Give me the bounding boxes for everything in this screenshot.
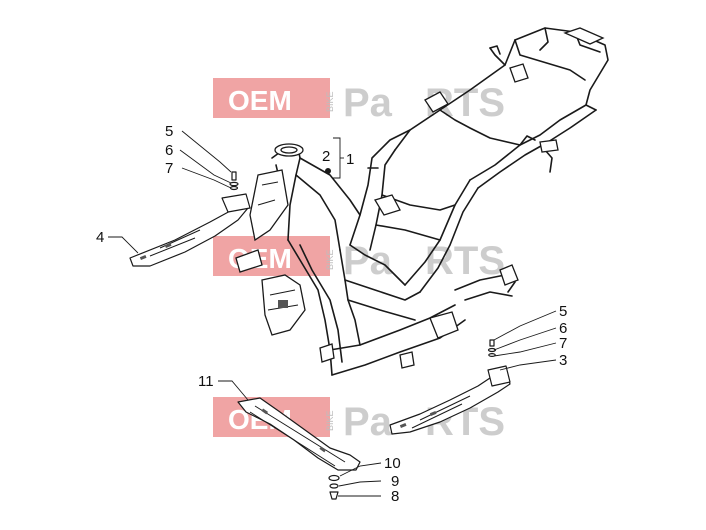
watermark-pa-text: Pa bbox=[343, 400, 393, 444]
callout-11: 11 bbox=[198, 373, 214, 390]
callout-5-left: 5 bbox=[165, 123, 173, 140]
hardware-group-left bbox=[229, 171, 239, 191]
watermark-oem-text: OEM bbox=[228, 85, 292, 116]
footrest-support-right bbox=[389, 365, 511, 435]
leader-lines bbox=[108, 130, 557, 497]
floor-brace bbox=[237, 397, 361, 471]
hardware-group-bottom bbox=[328, 474, 340, 500]
watermark-top: OEM BIKE Pa RTS bbox=[213, 78, 505, 125]
callout-6-left: 6 bbox=[165, 142, 173, 159]
callout-8: 8 bbox=[391, 488, 399, 505]
part-2-fastener bbox=[325, 168, 331, 174]
callouts: 5 6 7 4 2 1 5 6 7 3 11 10 9 8 bbox=[96, 123, 567, 505]
callout-1: 1 bbox=[346, 151, 354, 168]
footrest-support-left bbox=[129, 193, 251, 267]
callout-6-right: 6 bbox=[559, 320, 567, 337]
callout-5-right: 5 bbox=[559, 303, 567, 320]
callout-7-left: 7 bbox=[165, 160, 173, 177]
watermark-rts-text: RTS bbox=[425, 239, 505, 283]
callout-7-right: 7 bbox=[559, 335, 567, 352]
callout-4: 4 bbox=[96, 229, 104, 246]
hardware-group-right bbox=[487, 339, 497, 358]
watermark-bike-text: BIKE bbox=[325, 410, 335, 431]
watermark-pa-text: Pa bbox=[343, 81, 393, 125]
callout-9: 9 bbox=[391, 473, 399, 490]
watermark-bike-text: BIKE bbox=[325, 91, 335, 112]
callout-10: 10 bbox=[384, 455, 401, 472]
scooter-frame bbox=[235, 27, 609, 376]
callout-3: 3 bbox=[559, 352, 567, 369]
watermark-bike-text: BIKE bbox=[325, 249, 335, 270]
callout-2: 2 bbox=[322, 148, 330, 165]
